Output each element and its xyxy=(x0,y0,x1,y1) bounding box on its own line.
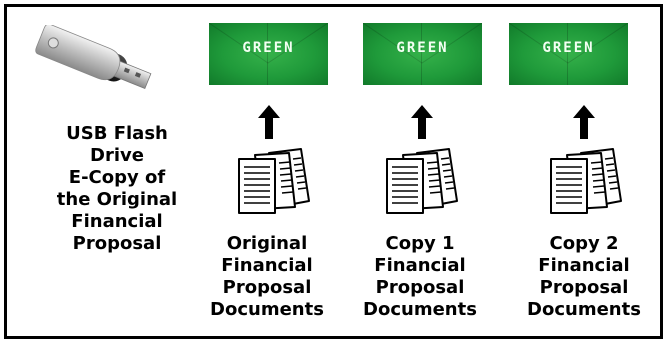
envelope-label: GREEN xyxy=(396,40,449,56)
caption-line: Proposal xyxy=(375,277,465,298)
caption-line: Proposal xyxy=(222,277,312,298)
usb-caption-line: the Original xyxy=(56,189,178,210)
caption-line: Financial xyxy=(538,255,630,276)
usb-caption-line: Drive xyxy=(90,145,144,166)
envelope-flap-lines xyxy=(363,23,482,64)
documents-icon xyxy=(386,148,458,214)
green-envelope-copy-1: GREEN xyxy=(363,23,482,85)
envelope-seam xyxy=(421,23,423,85)
caption-line: Financial xyxy=(221,255,313,276)
caption-line: Original xyxy=(226,233,308,254)
envelope-label: GREEN xyxy=(242,40,295,56)
up-arrow-icon xyxy=(258,105,280,139)
caption-line: Documents xyxy=(210,299,324,320)
caption-copy-1: Copy 1 Financial Proposal Documents xyxy=(360,233,480,321)
envelope-label: GREEN xyxy=(542,40,595,56)
usb-flash-drive-icon xyxy=(35,25,152,90)
caption-original: Original Financial Proposal Documents xyxy=(207,233,327,321)
caption-line: Financial xyxy=(374,255,466,276)
caption-line: Copy 2 xyxy=(549,233,619,254)
envelope-seam xyxy=(567,23,569,85)
usb-caption-line: Proposal xyxy=(72,233,162,254)
usb-caption-line: USB Flash xyxy=(66,123,168,144)
up-arrow-icon xyxy=(411,105,433,139)
green-envelope-copy-2: GREEN xyxy=(509,23,628,85)
caption-line: Documents xyxy=(363,299,477,320)
up-arrow-icon xyxy=(573,105,595,139)
diagram-frame: USB Flash Drive E-Copy of the Original F… xyxy=(4,4,663,339)
documents-icon xyxy=(238,148,310,214)
green-envelope-original: GREEN xyxy=(209,23,328,85)
caption-copy-2: Copy 2 Financial Proposal Documents xyxy=(524,233,644,321)
caption-line: Proposal xyxy=(539,277,629,298)
usb-caption-line: Financial xyxy=(71,211,163,232)
envelope-flap-lines xyxy=(209,23,328,64)
documents-icon xyxy=(550,148,622,214)
envelope-seam xyxy=(267,23,269,85)
caption-line: Documents xyxy=(527,299,641,320)
usb-caption-line: E-Copy of xyxy=(68,167,166,188)
envelope-flap-lines xyxy=(509,23,628,64)
usb-caption: USB Flash Drive E-Copy of the Original F… xyxy=(51,123,183,255)
caption-line: Copy 1 xyxy=(385,233,455,254)
